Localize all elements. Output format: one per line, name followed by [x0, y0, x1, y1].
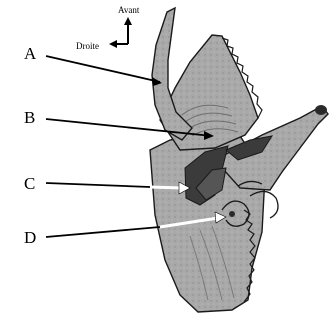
label-b: B	[24, 108, 35, 128]
compass-right-label: Droite	[76, 41, 99, 51]
label-c: C	[24, 174, 35, 194]
pointer-c-white	[150, 187, 183, 188]
pointer-d	[46, 227, 160, 237]
pointer-c	[46, 183, 150, 187]
label-a: A	[24, 44, 36, 64]
tip-dark-spot	[315, 105, 327, 115]
compass-left-arrowhead	[109, 40, 117, 48]
compass-up-arrowhead	[124, 17, 132, 25]
compass-forward-label: Avant	[118, 5, 139, 15]
label-d: D	[24, 228, 36, 248]
small-hole	[229, 211, 235, 217]
pointer-a	[46, 56, 160, 82]
